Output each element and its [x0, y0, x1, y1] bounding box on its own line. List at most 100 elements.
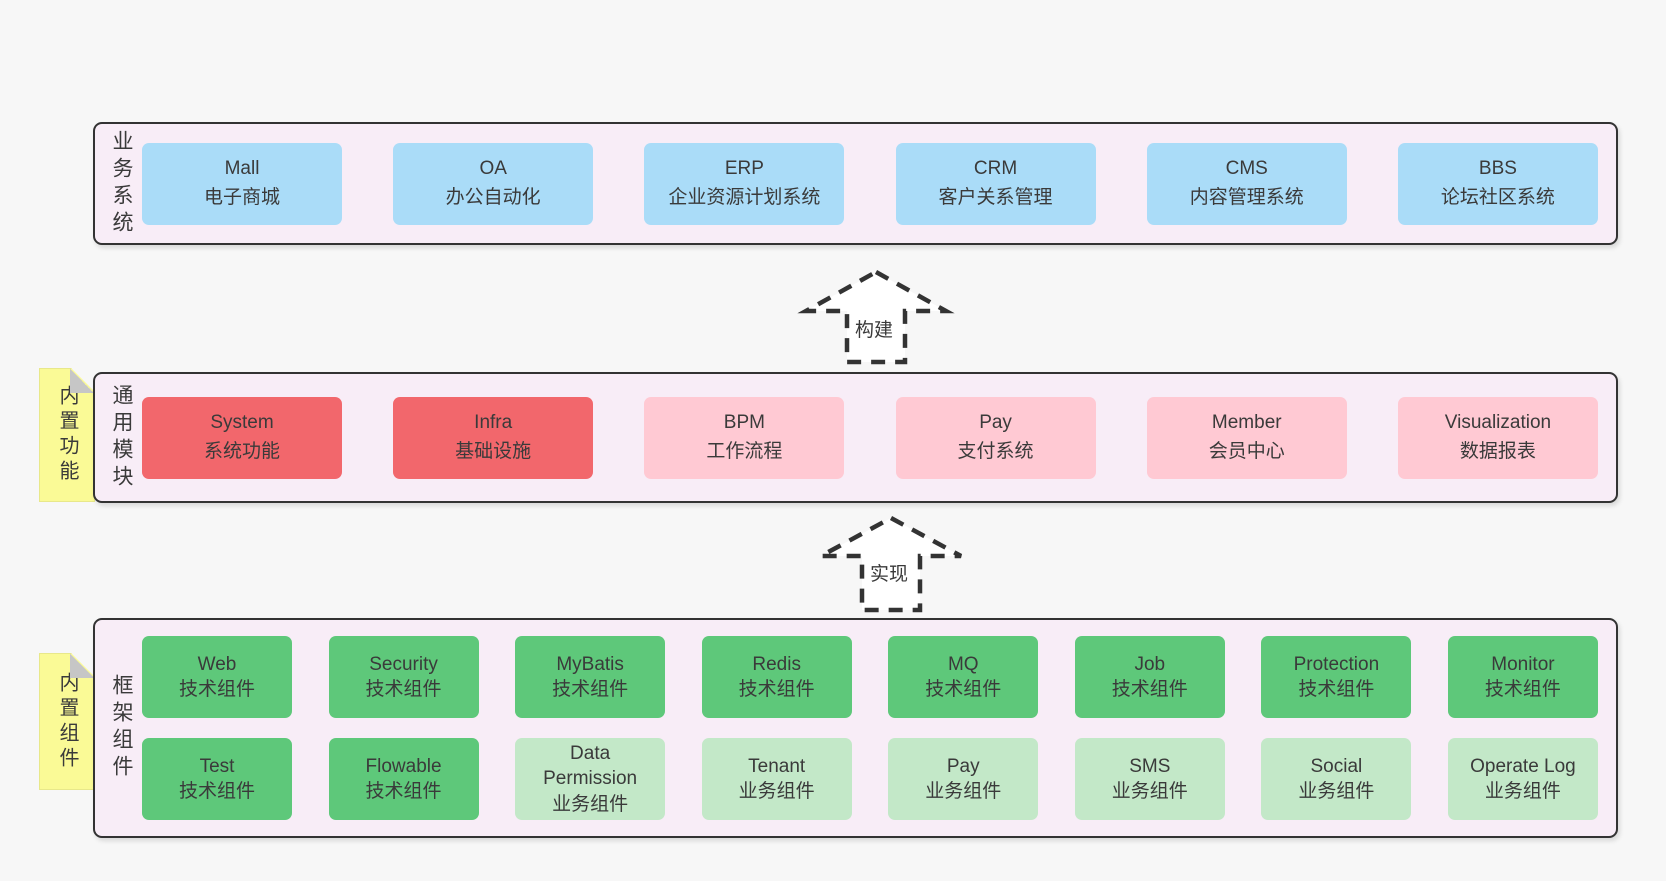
- components-box-pay: Pay 业务组件: [888, 738, 1039, 820]
- box-row: Mall 电子商城 OA 办公自动化 ERP 企业资源计划系统 CRM 客户关系管理 CMS 内容…: [142, 142, 1598, 225]
- box-subtitle: 内容管理系统: [1189, 186, 1304, 208]
- panel-side-label: 通用模块: [110, 383, 133, 492]
- note-label: 内置功能: [56, 385, 78, 485]
- box-title: Visualization: [1444, 412, 1552, 433]
- business-box-cms: CMS 内容管理系统: [1146, 142, 1347, 225]
- box-title: Operate Log: [1470, 755, 1576, 777]
- box-title: Test: [199, 755, 235, 777]
- box-subtitle: 业务组件: [552, 793, 629, 815]
- box-subtitle: 技术组件: [552, 679, 629, 700]
- components-box-operate-log: Operate Log 业务组件: [1447, 738, 1598, 820]
- modules-box-visualization: Visualization 数据报表: [1397, 396, 1598, 479]
- box-title: CRM: [973, 158, 1018, 179]
- note-fold-icon: [70, 654, 94, 678]
- box-subtitle: 电子商城: [203, 186, 280, 208]
- box-subtitle: 业务组件: [1484, 781, 1561, 802]
- box-title: Mall: [224, 158, 260, 179]
- panel-business-systems: 业务系统 Mall 电子商城 OA 办公自动化 ERP 企业资源计划系统 CRM 客户关系管理…: [93, 122, 1618, 245]
- note-fold-icon: [70, 369, 94, 393]
- box-title: CMS: [1225, 158, 1268, 179]
- box-subtitle: 业务组件: [1298, 781, 1375, 802]
- box-title: Data Permission: [543, 743, 638, 790]
- panel-side-label: 框架组件: [110, 674, 133, 782]
- components-box-tenant: Tenant 业务组件: [701, 738, 852, 820]
- box-subtitle: 技术组件: [1298, 679, 1375, 700]
- modules-box-infra: Infra 基础设施: [393, 396, 594, 479]
- box-subtitle: 客户关系管理: [938, 186, 1053, 208]
- note-label: 内置组件: [56, 671, 78, 772]
- box-subtitle: 业务组件: [738, 781, 815, 802]
- box-title: Web: [197, 653, 237, 675]
- box-title: Pay: [946, 755, 980, 777]
- box-subtitle: 系统功能: [203, 440, 280, 462]
- components-box-monitor: Monitor 技术组件: [1447, 636, 1598, 718]
- modules-box-system: System 系统功能: [142, 396, 342, 479]
- box-subtitle: 技术组件: [365, 679, 442, 700]
- box-title: Tenant: [748, 755, 806, 777]
- box-title: OA: [479, 158, 507, 179]
- box-title: ERP: [724, 158, 764, 179]
- box-subtitle: 工作流程: [706, 440, 783, 462]
- box-title: Job: [1134, 653, 1166, 675]
- box-subtitle: 技术组件: [925, 679, 1002, 700]
- box-title: SMS: [1129, 755, 1171, 777]
- box-title: Protection: [1293, 653, 1380, 675]
- components-box-redis: Redis 技术组件: [701, 636, 852, 718]
- box-subtitle: 企业资源计划系统: [668, 186, 821, 208]
- components-box-mq: MQ 技术组件: [888, 636, 1039, 718]
- box-title: MyBatis: [556, 653, 624, 675]
- box-subtitle: 业务组件: [1111, 781, 1188, 802]
- components-box-protection: Protection 技术组件: [1261, 636, 1412, 718]
- box-subtitle: 数据报表: [1459, 440, 1536, 462]
- box-subtitle: 业务组件: [925, 781, 1002, 802]
- business-box-oa: OA 办公自动化: [393, 142, 594, 225]
- modules-box-member: Member 会员中心: [1146, 396, 1347, 479]
- box-title: BPM: [723, 412, 765, 433]
- modules-box-pay: Pay 支付系统: [895, 396, 1096, 479]
- components-box-data-permission: Data Permission 业务组件: [515, 738, 666, 820]
- components-box-social: Social 业务组件: [1261, 738, 1412, 820]
- box-title: Member: [1211, 412, 1282, 433]
- implement-arrow-label: 实现: [867, 558, 912, 587]
- business-box-bbs: BBS 论坛社区系统: [1397, 142, 1598, 225]
- box-title: Social: [1310, 755, 1363, 777]
- components-box-flowable: Flowable 技术组件: [328, 738, 479, 820]
- box-subtitle: 技术组件: [1111, 679, 1188, 700]
- sticky-note-builtin-components: 内置组件: [39, 653, 95, 790]
- box-subtitle: 会员中心: [1208, 440, 1285, 462]
- box-subtitle: 论坛社区系统: [1440, 186, 1555, 208]
- box-subtitle: 技术组件: [738, 679, 815, 700]
- components-box-security: Security 技术组件: [328, 636, 479, 718]
- box-title: Infra: [474, 412, 513, 433]
- modules-box-bpm: BPM 工作流程: [644, 396, 845, 479]
- box-subtitle: 技术组件: [365, 781, 442, 802]
- box-subtitle: 办公自动化: [445, 186, 541, 208]
- business-boxes: Mall 电子商城 OA 办公自动化 ERP 企业资源计划系统 CRM 客户关系管理 CMS 内容…: [142, 142, 1598, 225]
- panel-common-modules: 通用模块 System 系统功能 Infra 基础设施 BPM 工作流程 Pay 支付系统 Me…: [93, 372, 1618, 503]
- business-box-mall: Mall 电子商城: [142, 142, 342, 225]
- components-box-test: Test 技术组件: [142, 738, 292, 820]
- box-subtitle: 技术组件: [178, 781, 255, 802]
- panel-side-label: 业务系统: [110, 129, 133, 238]
- sticky-note-builtin-features: 内置功能: [39, 368, 95, 502]
- box-title: Redis: [752, 653, 801, 675]
- box-title: Security: [369, 653, 438, 675]
- business-box-crm: CRM 客户关系管理: [895, 142, 1096, 225]
- box-subtitle: 支付系统: [957, 440, 1034, 462]
- box-title: MQ: [947, 653, 979, 675]
- box-title: Flowable: [365, 755, 442, 777]
- business-box-erp: ERP 企业资源计划系统: [644, 142, 845, 225]
- box-title: System: [210, 412, 274, 433]
- box-row: System 系统功能 Infra 基础设施 BPM 工作流程 Pay 支付系统 Member 会…: [142, 396, 1598, 479]
- box-subtitle: 技术组件: [1484, 679, 1561, 700]
- box-title: BBS: [1478, 158, 1517, 179]
- box-title: Monitor: [1491, 653, 1555, 675]
- box-subtitle: 基础设施: [455, 440, 532, 462]
- build-arrow-label: 构建: [852, 314, 897, 343]
- box-title: Pay: [979, 412, 1012, 433]
- module-boxes: System 系统功能 Infra 基础设施 BPM 工作流程 Pay 支付系统 Member 会…: [142, 396, 1598, 479]
